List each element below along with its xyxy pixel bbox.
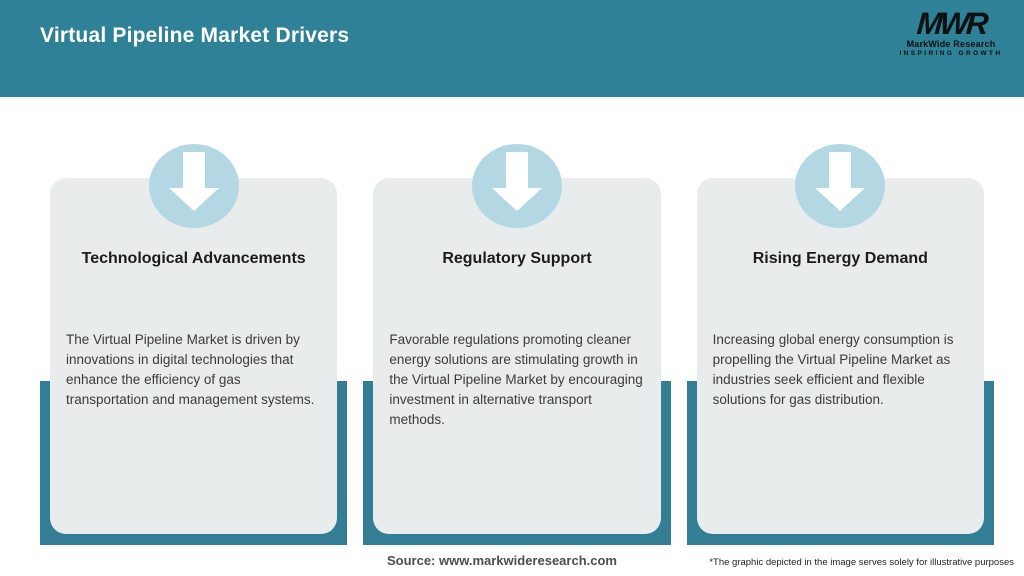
driver-card-group-rising-energy-demand: Rising Energy Demand Increasing global e… (686, 144, 994, 545)
card-title: Technological Advancements (81, 250, 306, 267)
arrow-circle (148, 144, 239, 228)
driver-card: Rising Energy Demand Increasing global e… (696, 178, 984, 534)
source-text: Source: www.markwideresearch.com (386, 553, 617, 568)
header-bar: Virtual Pipeline Market Drivers MWR Mark… (0, 0, 1024, 97)
disclaimer-text: *The graphic depicted in the image serve… (709, 557, 1014, 568)
arrow-circle (795, 144, 886, 228)
driver-card-group-technological-advancements: Technological Advancements The Virtual P… (40, 144, 348, 545)
logo-acronym: MWR (915, 6, 987, 41)
arrow-circle (471, 144, 562, 228)
page-title: Virtual Pipeline Market Drivers (40, 24, 350, 47)
card-description: Increasing global energy consumption is … (712, 332, 954, 407)
driver-card: Technological Advancements The Virtual P… (50, 178, 338, 534)
markwide-logo: MWR MarkWide Research INSPIRING GROWTH (896, 6, 1006, 58)
card-description: The Virtual Pipeline Market is driven by… (66, 332, 315, 407)
driver-card-group-regulatory-support: Regulatory Support Favorable regulations… (363, 144, 671, 545)
drivers-card-row: Technological Advancements The Virtual P… (40, 144, 994, 545)
card-title: Regulatory Support (442, 250, 592, 267)
driver-card: Regulatory Support Favorable regulations… (373, 178, 661, 534)
logo-tagline: INSPIRING GROWTH (899, 50, 1003, 57)
card-description: Favorable regulations promoting cleaner … (389, 332, 643, 427)
card-title: Rising Energy Demand (752, 250, 928, 267)
logo-name: MarkWide Research (906, 39, 996, 49)
